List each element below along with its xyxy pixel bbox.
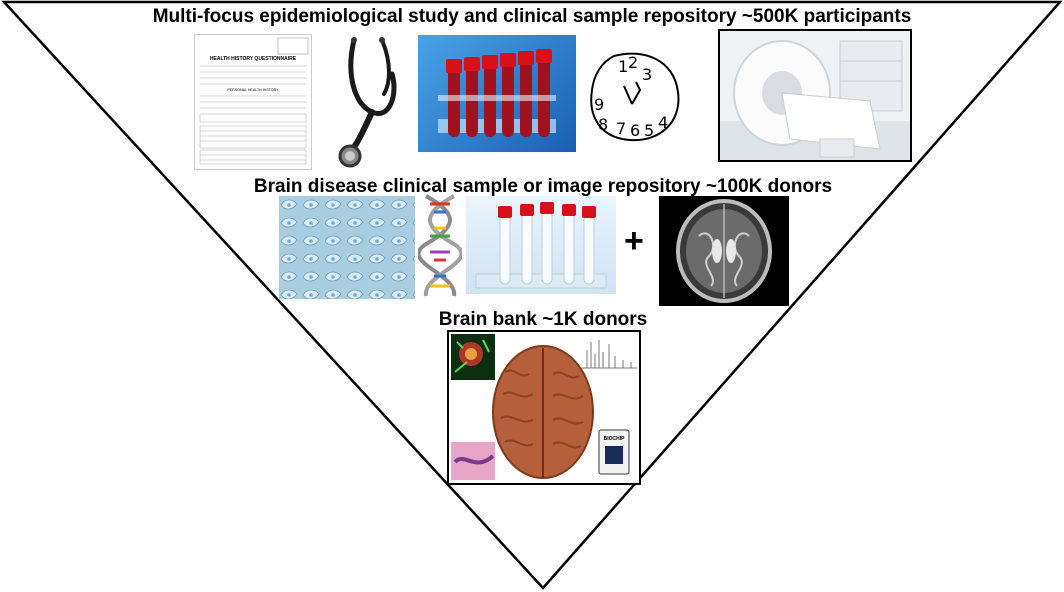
dna-helix-image [418,194,462,298]
sample-tubes-image [466,196,616,294]
blood-tubes-image [418,35,576,152]
brain-bank-panel: BIOCHIP [447,330,641,485]
svg-text:3: 3 [642,65,652,84]
tier-2-title: Brain disease clinical sample or image r… [253,176,833,197]
plus-sign: + [624,222,644,260]
mri-scanner-image [718,29,912,162]
svg-text:5: 5 [644,121,654,140]
svg-text:9: 9 [594,95,604,114]
questionnaire-heading: HEALTH HISTORY QUESTIONNAIRE [210,56,297,62]
questionnaire-subheading: PERSONAL HEALTH HISTORY [227,88,279,92]
stethoscope-image [332,34,408,170]
tier-3-title: Brain bank ~1K donors [438,309,648,330]
svg-text:7: 7 [616,119,626,138]
tier-1-title: Multi-focus epidemiological study and cl… [152,6,912,27]
brain-mri-image [659,196,789,306]
svg-text:4: 4 [658,113,668,132]
cell-culture-image [279,196,415,299]
svg-text:8: 8 [598,115,608,134]
device-label: BIOCHIP [604,436,626,442]
health-questionnaire-image: HEALTH HISTORY QUESTIONNAIRE PERSONAL HE… [194,34,312,170]
svg-text:6: 6 [630,121,640,140]
clock-drawing-image: 1 2 3 4 5 6 7 8 9 [584,46,684,146]
svg-text:2: 2 [628,53,638,72]
svg-text:1: 1 [618,57,628,76]
